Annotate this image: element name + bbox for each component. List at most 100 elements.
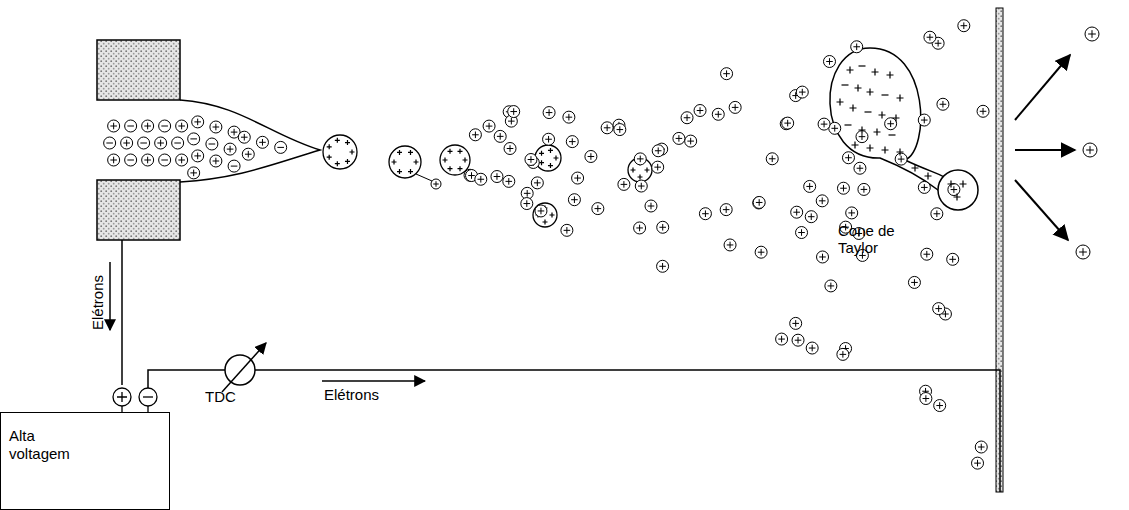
positive-ion: [977, 105, 989, 117]
charged-droplet: [389, 146, 421, 178]
flow-label: Elétrons: [89, 275, 106, 330]
meter-arrow: [222, 343, 266, 392]
positive-terminal: [113, 388, 131, 406]
positive-ion: [494, 130, 506, 142]
positive-ion: [634, 222, 646, 234]
positive-ion: [572, 172, 584, 184]
plus-charge: [882, 147, 889, 154]
positive-ion: [721, 68, 733, 80]
positive-ion: [858, 183, 870, 195]
droplet-tail: [416, 174, 432, 181]
plus-charge: [408, 150, 413, 155]
negative-ion: [188, 133, 200, 145]
positive-ion: [1085, 27, 1099, 41]
positive-ion: [712, 108, 724, 120]
positive-ion: [805, 211, 817, 223]
plus-charge: [548, 148, 553, 153]
positive-ion: [652, 145, 664, 157]
positive-ion: [525, 154, 537, 166]
plus-charge: [855, 85, 862, 92]
positive-ion: [837, 348, 849, 360]
positive-ion: [563, 111, 575, 123]
positive-ion: [958, 20, 970, 32]
positive-ion: [817, 251, 829, 263]
positive-ion: [694, 105, 706, 117]
positive-ion: [121, 137, 133, 149]
positive-ion: [796, 227, 808, 239]
positive-ion: [635, 180, 647, 192]
positive-ion: [142, 154, 154, 166]
positive-ion: [531, 177, 543, 189]
offspring-droplet: [938, 170, 978, 210]
fissioning-droplet: [830, 48, 948, 190]
plus-charge: [397, 169, 402, 174]
positive-ion: [837, 182, 849, 194]
positive-ion: [934, 400, 946, 412]
minus-charge: [889, 134, 896, 135]
capillary-wall: [97, 180, 180, 240]
positive-ion: [685, 135, 697, 147]
plus-charge: [960, 181, 967, 188]
positive-ion: [585, 150, 597, 162]
plus-charge: [327, 144, 332, 149]
plus-charge: [448, 149, 453, 154]
plus-charge: [925, 173, 932, 180]
positive-ion: [176, 154, 188, 166]
positive-ion: [921, 248, 933, 260]
plus-charge: [852, 142, 859, 149]
positive-ion: [566, 136, 578, 148]
positive-ion: [918, 181, 930, 193]
positive-ion: [755, 246, 767, 258]
positive-ion: [192, 116, 204, 128]
positive-ion: [920, 393, 932, 405]
positive-ion: [1083, 143, 1097, 157]
positive-ion: [568, 194, 580, 206]
positive-ion: [210, 121, 222, 133]
plus-charge: [879, 112, 886, 119]
negative-ion: [206, 138, 218, 150]
plus-charge: [458, 166, 463, 171]
positive-ion: [142, 120, 154, 132]
negative-ion: [159, 154, 171, 166]
plus-charge: [350, 150, 355, 155]
positive-ion: [842, 152, 854, 164]
meter-label: TDC: [205, 388, 236, 405]
plus-charge: [335, 138, 340, 143]
ion-arrow: [1015, 180, 1068, 240]
plus-charge: [539, 160, 544, 165]
positive-ion: [816, 195, 828, 207]
positive-ion: [535, 205, 547, 217]
positive-ion: [825, 280, 837, 292]
positive-ion: [791, 206, 803, 218]
positive-ion: [210, 155, 222, 167]
ion-arrow: [1015, 149, 1075, 151]
positive-ion: [908, 276, 920, 288]
electron-arrow: [322, 380, 425, 382]
plus-charge: [847, 67, 854, 74]
plus-charge: [548, 163, 553, 168]
capillary-wall: [97, 40, 180, 100]
positive-ion: [972, 457, 984, 469]
positive-ion: [818, 118, 830, 130]
negative-ion: [275, 141, 287, 153]
positive-ion: [543, 133, 555, 145]
plus-charge: [397, 150, 402, 155]
positive-ion: [469, 129, 481, 141]
plus-charge: [448, 166, 453, 171]
plus-charge: [897, 95, 904, 102]
positive-ion: [796, 86, 808, 98]
positive-ion: [192, 150, 204, 162]
positive-ion: [766, 153, 778, 165]
positive-ion: [503, 175, 515, 187]
positive-ion: [753, 196, 765, 208]
minus-charge: [859, 65, 866, 66]
negative-ion: [125, 120, 137, 132]
negative-ion: [172, 137, 184, 149]
plus-charge: [458, 149, 463, 154]
positive-ion: [504, 143, 516, 155]
positive-ion: [543, 107, 555, 119]
plus-charge: [414, 160, 419, 165]
plus-charge: [897, 149, 904, 156]
minus-charge: [882, 94, 889, 95]
plus-charge: [539, 151, 544, 156]
